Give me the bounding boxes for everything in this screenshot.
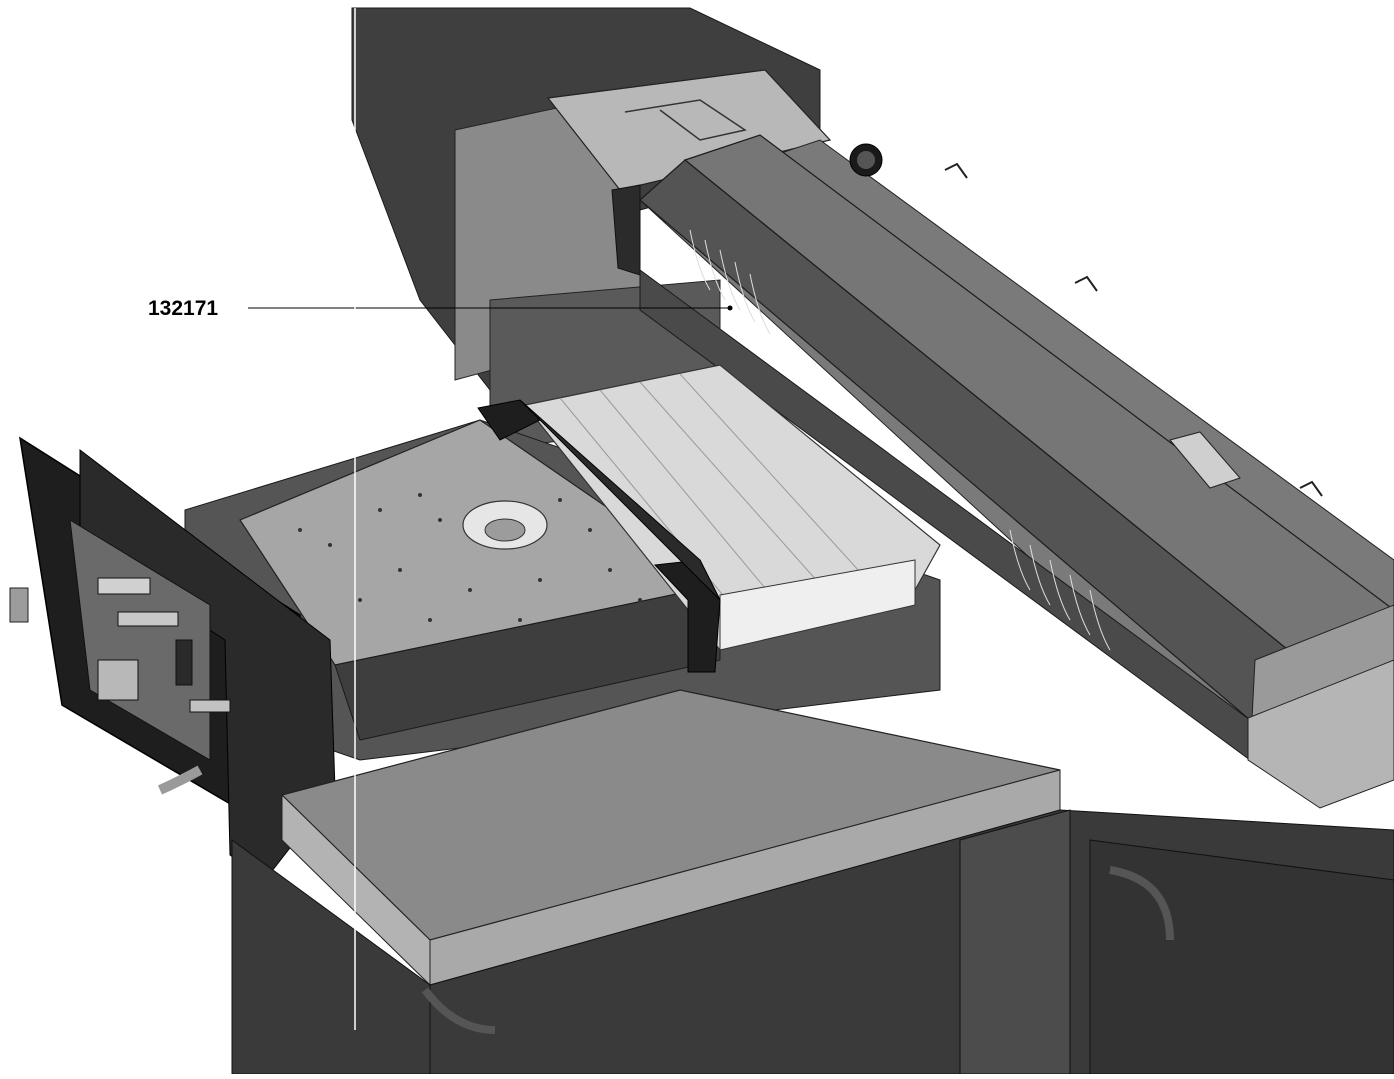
- cabinet-handle-right: [1109, 866, 1174, 941]
- cabinet-panel: [959, 809, 1071, 1075]
- dial-gauge-face: [857, 151, 875, 169]
- callout-label-132171: 132171: [148, 297, 219, 320]
- bracket-hook: [624, 99, 747, 141]
- top-bracket: [546, 69, 832, 191]
- table-bore-inner: [484, 518, 526, 542]
- work-table-front: [334, 584, 721, 741]
- clamp-bar-diagonal: [519, 399, 721, 601]
- axis-sensor: [1169, 431, 1241, 489]
- rail-handles: [944, 162, 1323, 497]
- cabinet-handle-left: [421, 987, 496, 1034]
- end-carriage-plate: [1247, 659, 1394, 809]
- left-side-block: [9, 587, 29, 623]
- cabinet-door-right: [1089, 839, 1394, 1075]
- fittings: [97, 577, 231, 795]
- cover-front-plate: [719, 559, 916, 651]
- callout-leader-dot: [727, 305, 733, 311]
- bellow-ribs: [689, 229, 1111, 651]
- table-holes: [298, 493, 642, 622]
